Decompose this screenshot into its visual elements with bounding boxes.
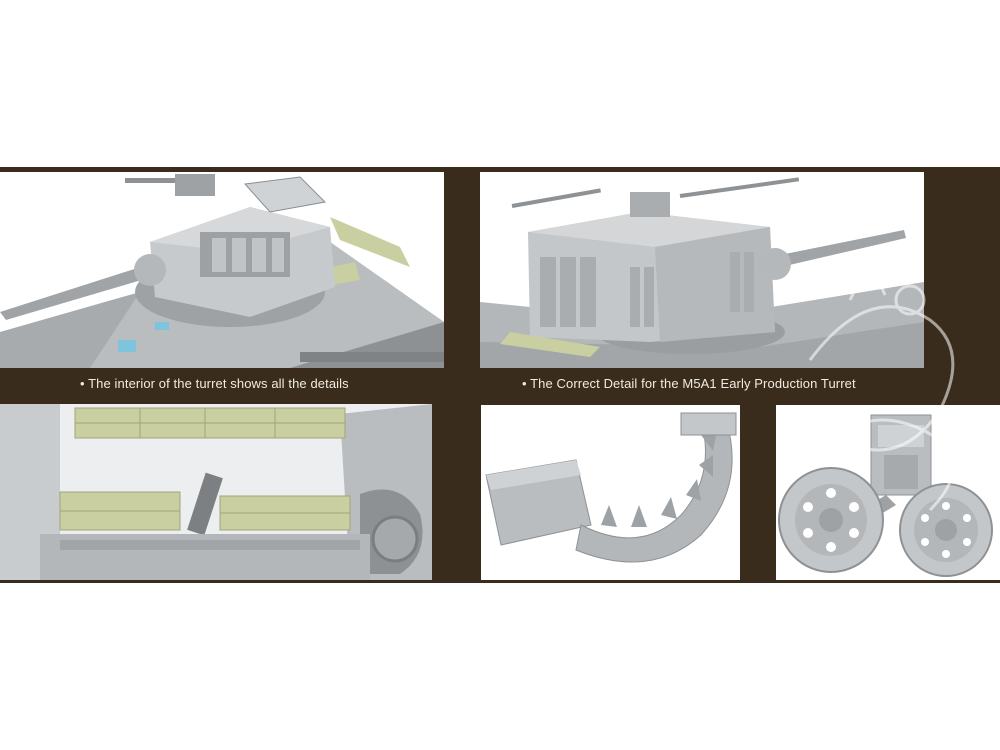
- track-links-render: [481, 405, 740, 580]
- suspension-bogie-render: [776, 405, 1000, 580]
- turret-interior-caption: • The interior of the turret shows all t…: [80, 376, 349, 391]
- hull-interior-illustration: [0, 404, 432, 580]
- track-links-illustration: [481, 405, 740, 580]
- suspension-bogie-illustration: [776, 405, 1000, 580]
- turret-interior-render: [0, 172, 444, 368]
- turret-exterior-render: [480, 172, 924, 368]
- turret-correct-detail-caption: • The Correct Detail for the M5A1 Early …: [522, 376, 856, 391]
- turret-interior-illustration: [0, 172, 444, 368]
- hull-interior-render: [0, 404, 432, 580]
- turret-exterior-illustration: [480, 172, 924, 368]
